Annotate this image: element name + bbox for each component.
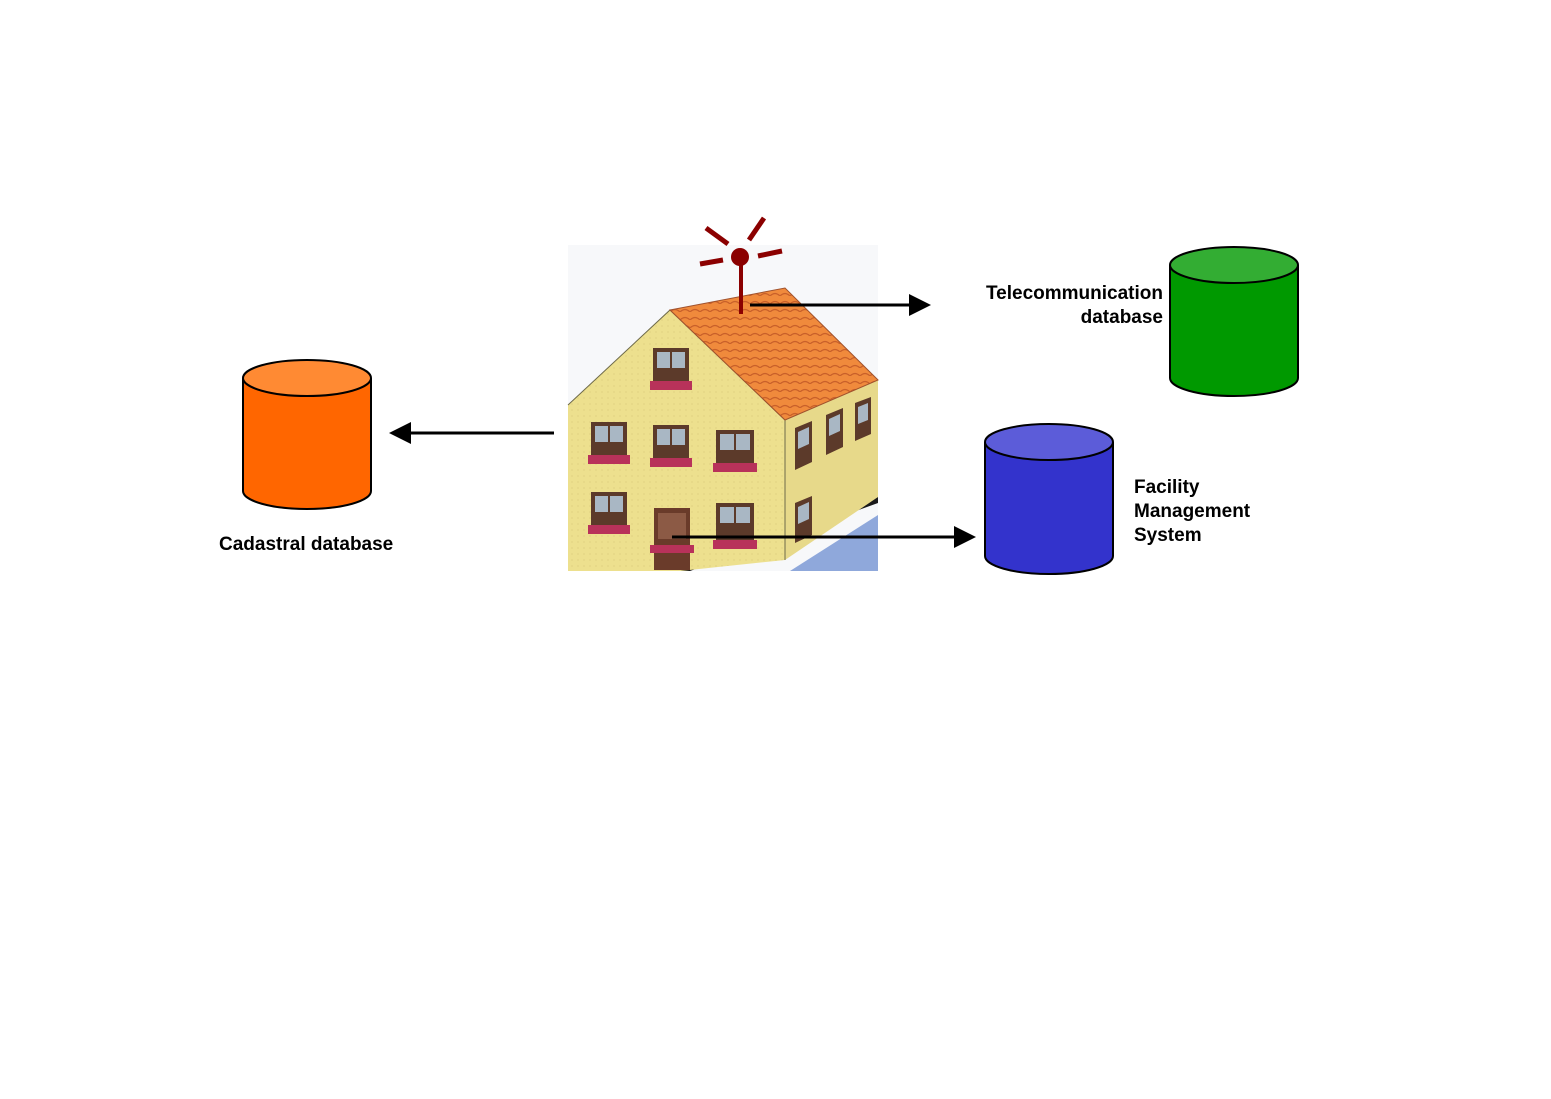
window-icon <box>650 425 692 467</box>
cadastral-database-label: Cadastral database <box>219 533 393 557</box>
fms-label-line-3: System <box>1134 525 1202 546</box>
cadastral-database-icon <box>242 359 372 510</box>
window-icon <box>588 492 630 534</box>
arrow-to-cadastral <box>389 422 554 444</box>
window-icon <box>713 430 757 472</box>
telecom-label-line-1: Telecommunication <box>985 283 1163 304</box>
window-icon <box>826 408 843 455</box>
arrow-to-telecom <box>750 294 931 316</box>
door-icon <box>650 508 694 570</box>
window-icon <box>588 422 630 464</box>
window-icon <box>795 421 812 470</box>
window-icon <box>855 397 871 441</box>
fms-label: Facility Management System <box>1134 476 1250 548</box>
telecom-label-line-2: database <box>1080 307 1163 328</box>
cadastral-label-text: Cadastral database <box>219 534 394 555</box>
fms-label-line-1: Facility <box>1134 477 1200 498</box>
window-icon <box>650 348 692 390</box>
antenna-icon <box>699 216 783 314</box>
window-icon <box>713 503 757 549</box>
house-icon <box>567 245 879 571</box>
fms-label-line-2: Management <box>1134 501 1251 522</box>
fms-database-icon <box>984 423 1114 575</box>
window-icon <box>795 496 812 543</box>
telecom-database-icon <box>1169 246 1299 397</box>
telecom-database-label: Telecommunication database <box>960 282 1163 330</box>
arrow-to-fms <box>672 526 976 548</box>
